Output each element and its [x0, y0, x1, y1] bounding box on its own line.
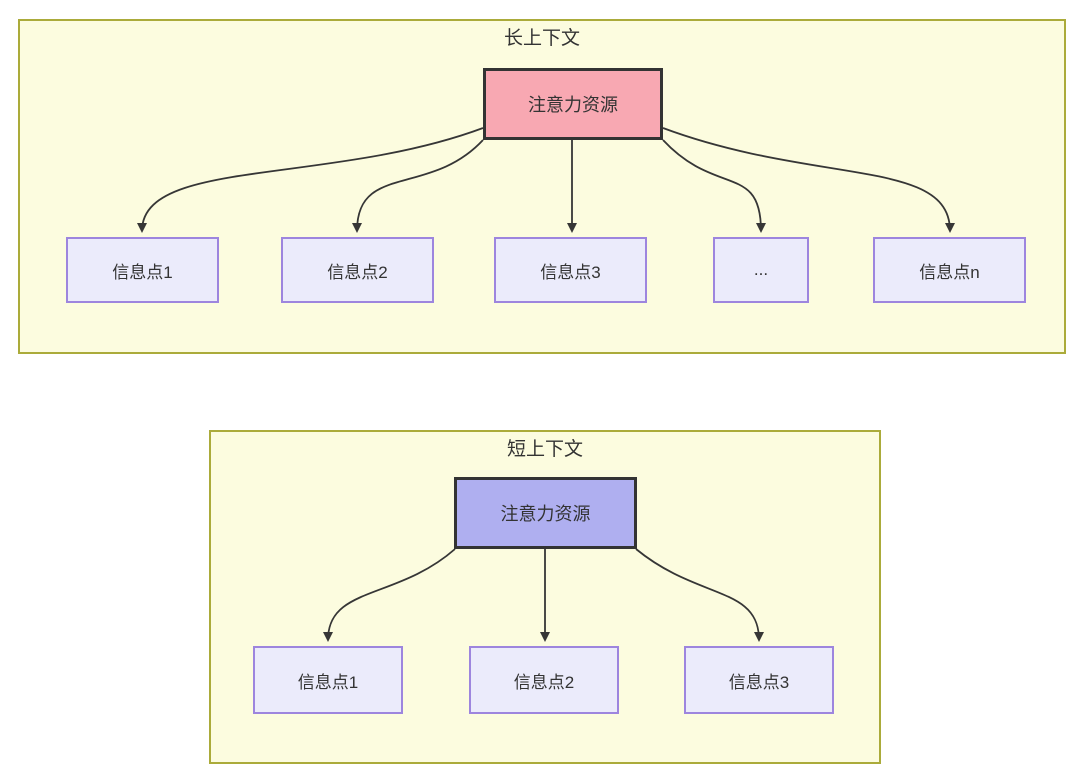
info-node-short-1: 信息点1	[253, 646, 403, 714]
container-long-context: 长上下文 注意力资源 信息点1 信息点2 信息点3 ... 信息点n	[18, 19, 1066, 354]
info-node-long-3-label: 信息点3	[540, 262, 601, 282]
info-node-short-2: 信息点2	[469, 646, 619, 714]
info-node-short-1-label: 信息点1	[297, 672, 359, 692]
attention-node-short: 注意力资源	[454, 477, 637, 549]
attention-node-long: 注意力资源	[483, 68, 663, 140]
short-context-title: 短上下文	[506, 439, 583, 460]
attention-node-short-label: 注意力资源	[500, 504, 591, 524]
info-node-short-3: 信息点3	[684, 646, 834, 714]
info-node-long-2: 信息点2	[281, 237, 434, 303]
info-node-long-n: 信息点n	[873, 237, 1026, 303]
info-node-long-ellipsis: ...	[713, 237, 809, 303]
info-node-short-2-label: 信息点2	[513, 672, 575, 692]
long-context-title: 长上下文	[503, 28, 580, 49]
info-node-long-n-label: 信息点n	[919, 262, 980, 282]
info-node-short-3-label: 信息点3	[728, 672, 790, 692]
attention-node-long-label: 注意力资源	[528, 95, 618, 115]
info-node-long-1-label: 信息点1	[112, 262, 173, 282]
container-short-context: 短上下文 注意力资源 信息点1 信息点2 信息点3	[209, 430, 881, 764]
info-node-long-3: 信息点3	[494, 237, 647, 303]
info-node-long-2-label: 信息点2	[327, 262, 388, 282]
info-node-long-1: 信息点1	[66, 237, 219, 303]
info-node-long-ellipsis-label: ...	[753, 260, 769, 279]
